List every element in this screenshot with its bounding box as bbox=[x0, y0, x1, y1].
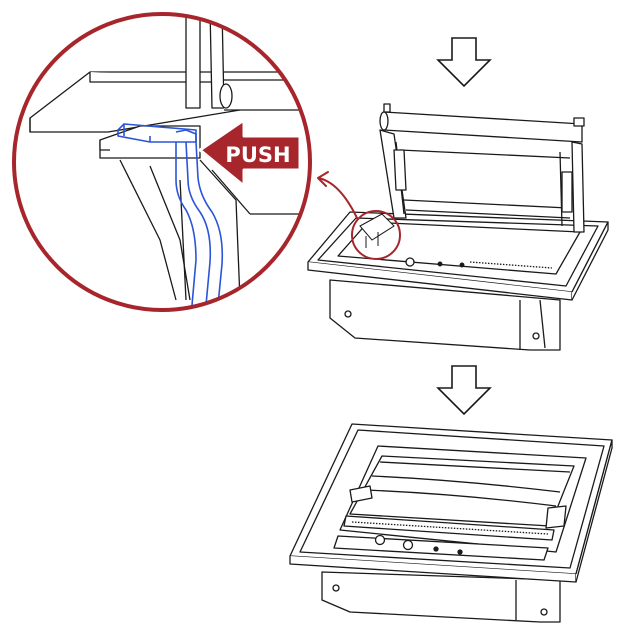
magnified-detail: PUSH bbox=[12, 12, 312, 312]
printer-closed-cover bbox=[289, 423, 613, 623]
latch-small bbox=[359, 213, 395, 248]
push-arrow: PUSH bbox=[198, 118, 302, 188]
down-arrow-icon bbox=[436, 37, 492, 88]
latch-callout-ring bbox=[317, 171, 401, 260]
down-arrow-icon bbox=[436, 365, 492, 416]
push-label: PUSH bbox=[225, 143, 290, 167]
